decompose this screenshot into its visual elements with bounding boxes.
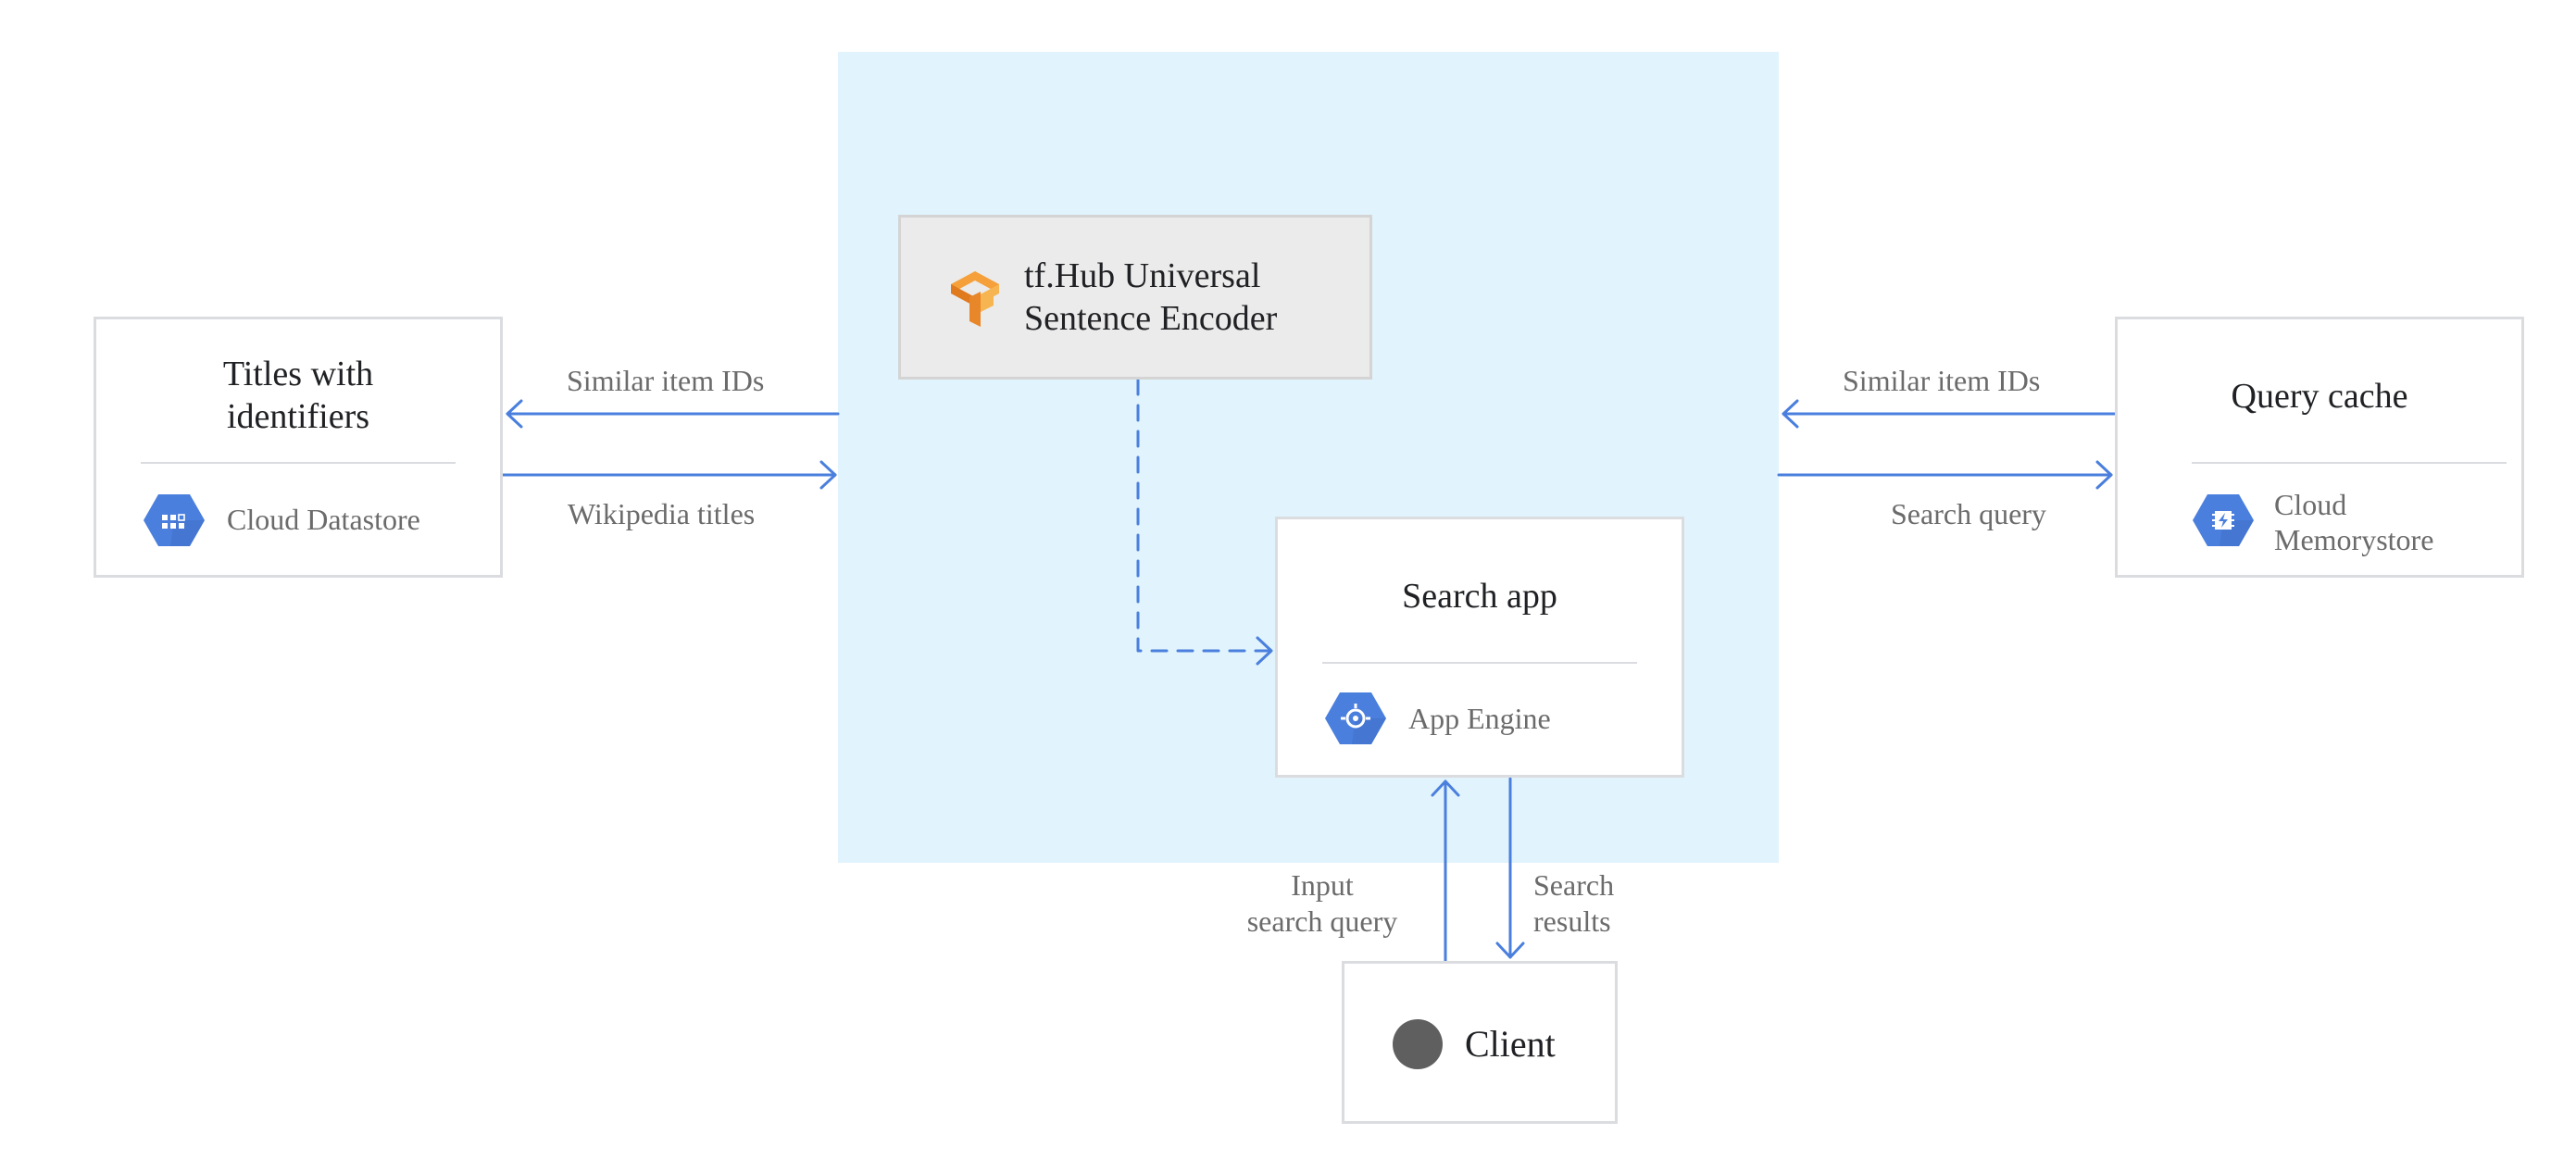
label-search-results: Search results: [1533, 868, 1615, 938]
divider: [141, 462, 456, 464]
arrow-input-search-query: [1431, 779, 1460, 963]
titles-with-identifiers-node: Titles with identifiers Cloud Datastore: [94, 317, 503, 578]
universal-sentence-encoder-node: tf.Hub Universal Sentence Encoder: [898, 215, 1372, 380]
client-dot-icon: [1393, 1019, 1443, 1069]
label-search-query: Search query: [1891, 497, 2046, 530]
service-name: Cloud Datastore: [227, 503, 420, 536]
cloud-datastore-icon: [144, 494, 205, 546]
arrow-wikipedia-titles: [501, 460, 837, 490]
arrow-similar-ids-left: [506, 399, 840, 429]
node-title: Query cache: [2231, 377, 2408, 416]
node-title: tf.Hub Universal Sentence Encoder: [1024, 256, 1278, 338]
arrow-search-results: [1495, 777, 1525, 959]
service-name: App Engine: [1408, 702, 1551, 735]
arrow-encoder-to-search-app: [1136, 378, 1273, 666]
service-name: Cloud Memorystore: [2274, 488, 2434, 556]
label-similar-ids-right: Similar item IDs: [1843, 364, 2041, 397]
node-title: Client: [1465, 1023, 1556, 1065]
label-similar-ids-left: Similar item IDs: [567, 364, 765, 397]
node-title: Search app: [1402, 577, 1557, 616]
node-title: Titles with identifiers: [222, 355, 374, 436]
search-app-node: Search app App Engine: [1275, 517, 1684, 778]
label-input-search-query: Input search query: [1246, 868, 1398, 938]
tensorflow-icon: [951, 271, 999, 327]
label-wikipedia-titles: Wikipedia titles: [568, 497, 756, 530]
divider: [2192, 462, 2507, 464]
arrow-search-query: [1777, 460, 2113, 490]
app-engine-icon: [1325, 692, 1386, 744]
client-node: Client: [1342, 961, 1618, 1124]
divider: [1322, 662, 1637, 664]
arrow-similar-ids-right: [1782, 399, 2117, 429]
query-cache-node: Query cache Cloud Memorystore: [2115, 317, 2524, 578]
cloud-memorystore-icon: [2193, 494, 2254, 546]
